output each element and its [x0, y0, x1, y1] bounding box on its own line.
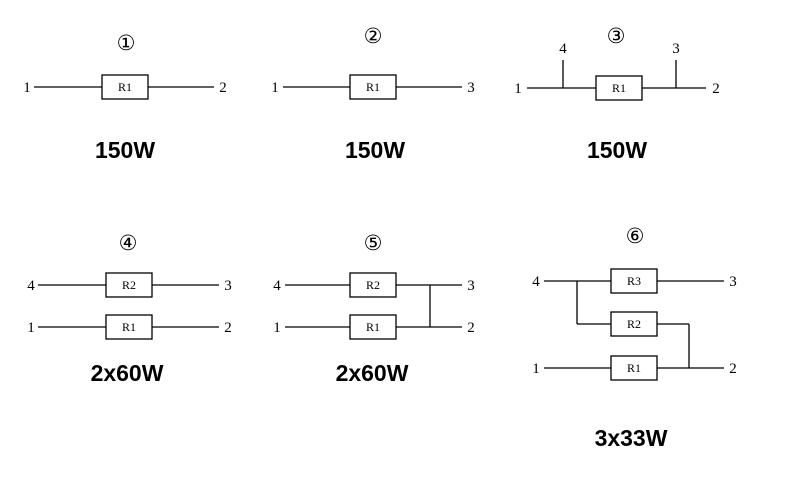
resistor-r3	[610, 268, 658, 294]
resistor-label: R1	[366, 320, 380, 334]
power-rating: 150W	[345, 137, 405, 163]
resistor-r2	[349, 272, 397, 298]
terminal-label: 3	[672, 41, 680, 57]
terminal-label: 3	[729, 274, 737, 290]
terminal-label: 1	[23, 80, 31, 96]
resistor-label: R1	[122, 320, 136, 334]
terminal-label: 1	[273, 320, 281, 336]
terminal-label: 2	[219, 80, 227, 96]
resistor-label: R3	[627, 274, 641, 288]
terminal-label: 2	[224, 320, 232, 336]
resistor-r2	[610, 311, 658, 337]
panel-6: ⑥ R3 4 3 R2 R1 1 2 3x33W	[532, 224, 737, 451]
resistor-r1	[349, 74, 397, 100]
terminal-label: 2	[467, 320, 475, 336]
terminal-label: 4	[273, 278, 281, 294]
resistor-r1	[610, 355, 658, 381]
resistor-label: R1	[627, 361, 641, 375]
resistor-label: R1	[118, 80, 132, 94]
power-rating: 2x60W	[91, 360, 164, 386]
panel-marker: ②	[364, 24, 383, 48]
terminal-label: 1	[271, 80, 279, 96]
resistor-r1	[595, 75, 643, 101]
resistor-r1	[105, 314, 153, 340]
panel-marker: ③	[607, 24, 626, 48]
resistor-label: R1	[366, 80, 380, 94]
resistor-label: R2	[366, 278, 380, 292]
terminal-label: 1	[514, 81, 522, 97]
panel-4: ④ R2 4 3 R1 1 2 2x60W	[27, 231, 232, 386]
power-rating: 150W	[95, 137, 155, 163]
resistor-r1	[101, 74, 149, 100]
panel-3: ③ R1 1 2 4 3 150W	[514, 24, 720, 163]
resistor-r2	[105, 272, 153, 298]
power-rating: 150W	[587, 137, 647, 163]
resistor-label: R2	[627, 317, 641, 331]
terminal-label: 4	[559, 41, 567, 57]
resistor-label: R2	[122, 278, 136, 292]
panel-marker: ①	[117, 31, 136, 55]
panel-marker: ④	[119, 231, 138, 255]
terminal-label: 4	[532, 274, 540, 290]
terminal-label: 3	[467, 278, 475, 294]
resistor-label: R1	[612, 81, 626, 95]
terminal-label: 2	[729, 361, 737, 377]
panel-marker: ⑥	[626, 224, 645, 248]
power-rating: 3x33W	[595, 425, 668, 451]
terminal-label: 3	[467, 80, 475, 96]
panel-marker: ⑤	[364, 231, 383, 255]
terminal-label: 1	[532, 361, 540, 377]
resistor-r1	[349, 314, 397, 340]
terminal-label: 2	[712, 81, 720, 97]
terminal-label: 4	[27, 278, 35, 294]
power-rating: 2x60W	[336, 360, 409, 386]
panel-5: ⑤ R2 4 3 R1 1 2 2x60W	[273, 231, 475, 386]
terminal-label: 3	[224, 278, 232, 294]
terminal-label: 1	[27, 320, 35, 336]
panel-1: ① R1 1 2 150W	[23, 31, 227, 163]
panel-2: ② R1 1 3 150W	[271, 24, 475, 163]
